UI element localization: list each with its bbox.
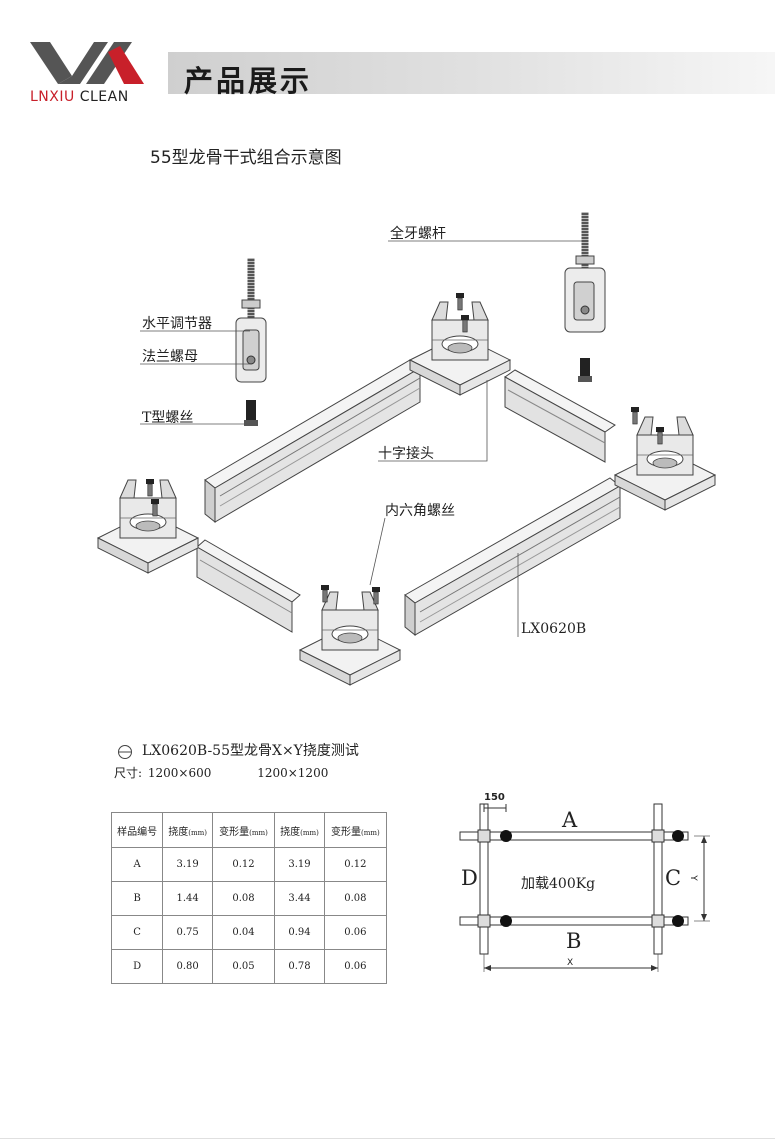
logo-text: LNXIU CLEAN: [30, 89, 129, 105]
load-label: 加载400Kg: [521, 876, 596, 892]
diagram-title: 55型龙骨干式组合示意图: [150, 148, 342, 168]
table-header-row: 样品编号 挠度(mm) 变形量(mm) 挠度(mm) 变形量(mm): [110, 812, 388, 848]
load-point: [672, 830, 684, 842]
load-point: [672, 915, 684, 927]
col-header-deformation-2: 变形量(mm): [323, 812, 388, 848]
hex-screw: [455, 292, 465, 311]
table-cell: 0.78: [274, 949, 325, 984]
table-cell: 0.04: [211, 915, 276, 950]
table-cell: C: [110, 915, 164, 950]
y-dimension-label: Y: [687, 875, 698, 881]
table-cell: 0.75: [162, 915, 213, 950]
table-cell: B: [110, 881, 164, 916]
cross-joint-bottom: [299, 591, 401, 686]
cross-joint-right: [614, 416, 716, 511]
callout-flange-nut: 法兰螺母: [142, 349, 198, 365]
callout-level-adjuster: 水平调节器: [142, 316, 212, 332]
table-cell: 1.44: [162, 881, 213, 916]
col-header-deflection-1: 挠度(mm): [162, 812, 213, 848]
side-label-a: A: [562, 808, 578, 832]
x-dimension-label: X: [567, 958, 574, 968]
profile-upper-left: [204, 359, 421, 524]
callout-full-thread-rod: 全牙螺杆: [390, 226, 446, 242]
deflection-table: 样品编号 挠度(mm) 变形量(mm) 挠度(mm) 变形量(mm) A 3.1…: [110, 812, 388, 984]
table-cell: 3.44: [274, 881, 325, 916]
assembly-diagram: [97, 212, 716, 686]
table-cell: 0.05: [211, 949, 276, 984]
callout-cross-joint: 十字接头: [378, 446, 434, 462]
test-title: LX0620B-55型龙骨X×Y挠度测试: [142, 743, 359, 759]
callout-hex-socket-screw: 内六角螺丝: [385, 503, 455, 519]
cross-joint-top: [409, 301, 511, 396]
logo-text-right: CLEAN: [79, 89, 129, 105]
logo-text-left: LNXIU: [30, 89, 75, 105]
size-label: 尺寸:: [114, 766, 143, 780]
rod-assembly-right: [564, 212, 606, 382]
table-row: D 0.80 0.05 0.78 0.06: [110, 949, 388, 984]
offset-label: 150: [484, 792, 505, 803]
table-cell: 0.08: [323, 881, 388, 916]
callout-profile-model: LX0620B: [521, 621, 587, 637]
table-cell: 0.12: [323, 847, 388, 882]
table-cell: 0.06: [323, 915, 388, 950]
hex-screw: [145, 478, 155, 497]
profile-lower-left: [196, 539, 301, 633]
table-cell: A: [110, 847, 164, 882]
side-label-b: B: [566, 929, 582, 953]
circle-bullet-icon: [118, 745, 132, 759]
col-header-sample: 样品编号: [110, 812, 164, 848]
rod-assembly-left: [235, 258, 267, 426]
table-row: C 0.75 0.04 0.94 0.06: [110, 915, 388, 950]
hex-screw: [630, 406, 640, 425]
table-cell: 0.94: [274, 915, 325, 950]
load-point: [500, 830, 512, 842]
table-cell: 3.19: [162, 847, 213, 882]
profile-upper-right: [504, 369, 616, 463]
profile-lower-right: [404, 477, 621, 637]
leader-lines: [140, 240, 585, 637]
test-size: 尺寸: 1200×600 1200×1200: [114, 764, 328, 781]
side-label-d: D: [461, 866, 478, 890]
page-title: 产品展示: [184, 64, 313, 98]
footer-divider: [0, 1138, 775, 1139]
table-cell: 0.06: [323, 949, 388, 984]
table-cell: 0.08: [211, 881, 276, 916]
callout-t-bolt: T型螺丝: [142, 410, 194, 426]
table-cell: 0.80: [162, 949, 213, 984]
size-1: 1200×600: [147, 766, 212, 780]
table-cell: D: [110, 949, 164, 984]
table-cell: 0.12: [211, 847, 276, 882]
size-2: 1200×1200: [257, 766, 329, 780]
logo-icon: [30, 42, 144, 84]
col-header-deformation-1: 变形量(mm): [211, 812, 276, 848]
side-label-c: C: [665, 866, 682, 890]
load-test-schematic: [459, 803, 710, 972]
table-row: A 3.19 0.12 3.19 0.12: [110, 847, 388, 882]
load-point: [500, 915, 512, 927]
header-bar: [168, 52, 775, 94]
table-cell: 3.19: [274, 847, 325, 882]
col-header-deflection-2: 挠度(mm): [274, 812, 325, 848]
table-row: B 1.44 0.08 3.44 0.08: [110, 881, 388, 916]
